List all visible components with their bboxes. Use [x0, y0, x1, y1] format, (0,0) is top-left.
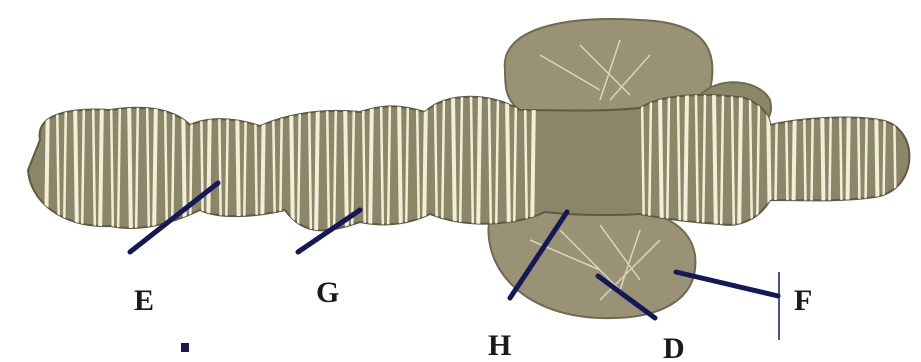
label-f: F — [794, 284, 812, 317]
band-stripe — [453, 95, 455, 240]
band-stripe — [154, 95, 156, 240]
band-stripe — [262, 95, 264, 240]
band-stripe — [858, 95, 860, 240]
band-stripe — [739, 95, 741, 240]
band-stripe — [894, 95, 896, 240]
band-stripe — [370, 95, 372, 240]
band-stripe — [201, 95, 203, 240]
dot-marker — [181, 343, 189, 352]
label-h: H — [488, 329, 511, 362]
band-stripe — [255, 95, 257, 240]
band-stripe — [478, 95, 480, 240]
band-stripe — [75, 95, 77, 240]
band-stripe — [804, 95, 806, 240]
band-stripe — [793, 95, 795, 240]
label-d: D — [663, 332, 685, 362]
band-stripe — [685, 95, 687, 240]
band-stripe — [226, 95, 228, 240]
band-stripe — [811, 95, 813, 240]
band-stripe — [183, 95, 185, 240]
band-stripe — [714, 95, 716, 240]
band-stripe — [190, 95, 192, 240]
band-stripe — [775, 95, 777, 240]
label-g: G — [316, 276, 339, 309]
band-stripe — [237, 95, 239, 240]
label-e: E — [134, 284, 154, 317]
band-stripe — [244, 95, 246, 240]
band-stripe — [865, 95, 867, 240]
band-stripe — [219, 95, 221, 240]
band-stripe — [876, 95, 878, 240]
band-stripe — [280, 95, 282, 240]
band-stripe — [208, 95, 210, 240]
lower-puff — [488, 209, 695, 318]
band-stripe — [883, 95, 885, 240]
band-stripe — [399, 95, 401, 240]
band-stripe — [507, 95, 509, 240]
band-stripe — [822, 95, 824, 240]
band-stripe — [273, 95, 275, 240]
band-stripe — [829, 95, 831, 240]
band-stripe — [100, 95, 102, 240]
band-stripe — [316, 95, 318, 240]
band-stripe — [129, 95, 131, 240]
band-stripe — [424, 95, 426, 240]
band-stripe — [786, 95, 788, 240]
band-stripe — [46, 95, 48, 240]
